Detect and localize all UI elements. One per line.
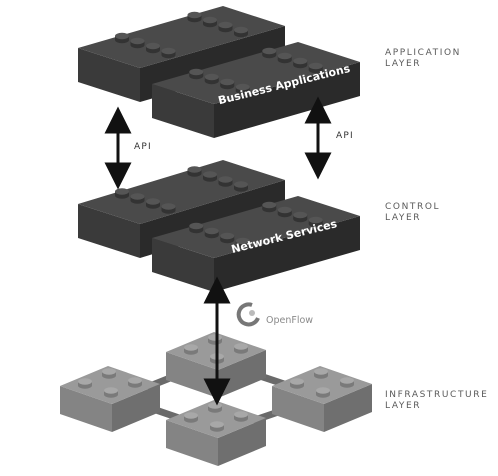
control-brick-back	[78, 160, 285, 258]
brick-stud	[161, 203, 176, 214]
brick-top-face	[152, 42, 360, 104]
brick-stud	[102, 368, 116, 379]
infrastructure-brick-bottom	[166, 400, 266, 466]
brick-side-face	[324, 384, 372, 432]
brick-top-face	[166, 400, 266, 438]
brick-stud	[234, 26, 248, 38]
api-label-right: API	[336, 131, 354, 141]
brick-stud	[189, 68, 204, 80]
brick-front-face	[78, 204, 140, 258]
brick-stud	[234, 411, 248, 422]
control-layer-label: CONTROL LAYER	[385, 202, 495, 224]
brick-top-face	[60, 366, 160, 404]
brick-stud	[204, 73, 219, 85]
brick-stud	[208, 402, 222, 413]
brick-stud	[128, 377, 142, 388]
brick-stud	[161, 47, 176, 59]
brick-stud	[277, 52, 292, 64]
brick-side-face	[214, 216, 360, 292]
control-layer-line1: CONTROL	[385, 202, 441, 212]
brick-stud	[316, 387, 330, 398]
api-label-left: API	[134, 142, 152, 152]
brick-stud	[234, 181, 248, 192]
brick-stud	[104, 387, 118, 398]
brick-stud	[262, 47, 277, 59]
infrastructure-brick-right	[272, 366, 372, 432]
openflow-label: OpenFlow	[266, 315, 313, 326]
brick-top-face	[272, 366, 372, 404]
brick-stud	[203, 16, 217, 28]
brick-stud	[220, 78, 235, 90]
infrastructure-layer-label: INFRASTRUCTURE LAYER	[385, 390, 495, 412]
brick-stud	[210, 421, 224, 432]
brick-stud	[146, 198, 160, 209]
brick-stud	[314, 368, 328, 379]
brick-top-face	[78, 160, 285, 224]
brick-stud	[204, 227, 219, 239]
brick-stud	[184, 344, 198, 355]
brick-stud	[277, 206, 292, 218]
brick-stud	[115, 188, 129, 199]
brick-front-face	[272, 386, 324, 432]
openflow-logo-icon	[236, 302, 260, 327]
brick-top-face	[78, 6, 285, 68]
brick-stud	[235, 237, 250, 249]
brick-front-face	[166, 420, 218, 466]
brick-stud	[308, 62, 323, 74]
brick-top-face	[152, 196, 360, 258]
brick-stud	[208, 334, 222, 345]
brick-front-face	[152, 238, 214, 292]
brick-stud	[115, 32, 129, 44]
brick-stud	[184, 412, 198, 423]
brick-side-face	[214, 62, 360, 138]
brick-stud	[189, 222, 204, 234]
application-brick-front	[152, 42, 360, 138]
brick-stud	[262, 201, 277, 213]
control-layer-line2: LAYER	[385, 213, 422, 223]
brick-stud	[218, 21, 233, 33]
brick-stud	[218, 176, 233, 187]
brick-stud	[187, 166, 202, 177]
infrastructure-layer-line1: INFRASTRUCTURE	[385, 390, 489, 400]
infrastructure-brick-left	[60, 366, 160, 432]
brick-stud	[290, 378, 304, 389]
brick-stud	[308, 216, 323, 228]
brick-stud	[293, 57, 308, 69]
brick-stud	[187, 11, 202, 23]
application-layer-line1: APPLICATION	[385, 48, 461, 58]
brick-stud	[203, 171, 217, 182]
brick-front-face	[78, 48, 140, 102]
brick-stud	[146, 42, 160, 54]
brick-stud	[235, 83, 250, 95]
application-layer-label: APPLICATION LAYER	[385, 48, 495, 70]
brick-side-face	[112, 384, 160, 432]
brick-front-face	[60, 386, 112, 432]
brick-front-face	[152, 84, 214, 138]
brick-side-face	[218, 418, 266, 466]
brick-stud	[78, 378, 92, 389]
brick-stud	[220, 232, 235, 244]
brick-stud	[293, 211, 308, 223]
control-brick-front	[152, 196, 360, 292]
application-layer-line2: LAYER	[385, 59, 422, 69]
brick-stud	[340, 377, 354, 388]
brick-stud	[130, 37, 145, 49]
brick-stud	[234, 343, 248, 354]
brick-stud	[130, 193, 145, 204]
infrastructure-layer-line2: LAYER	[385, 401, 422, 411]
